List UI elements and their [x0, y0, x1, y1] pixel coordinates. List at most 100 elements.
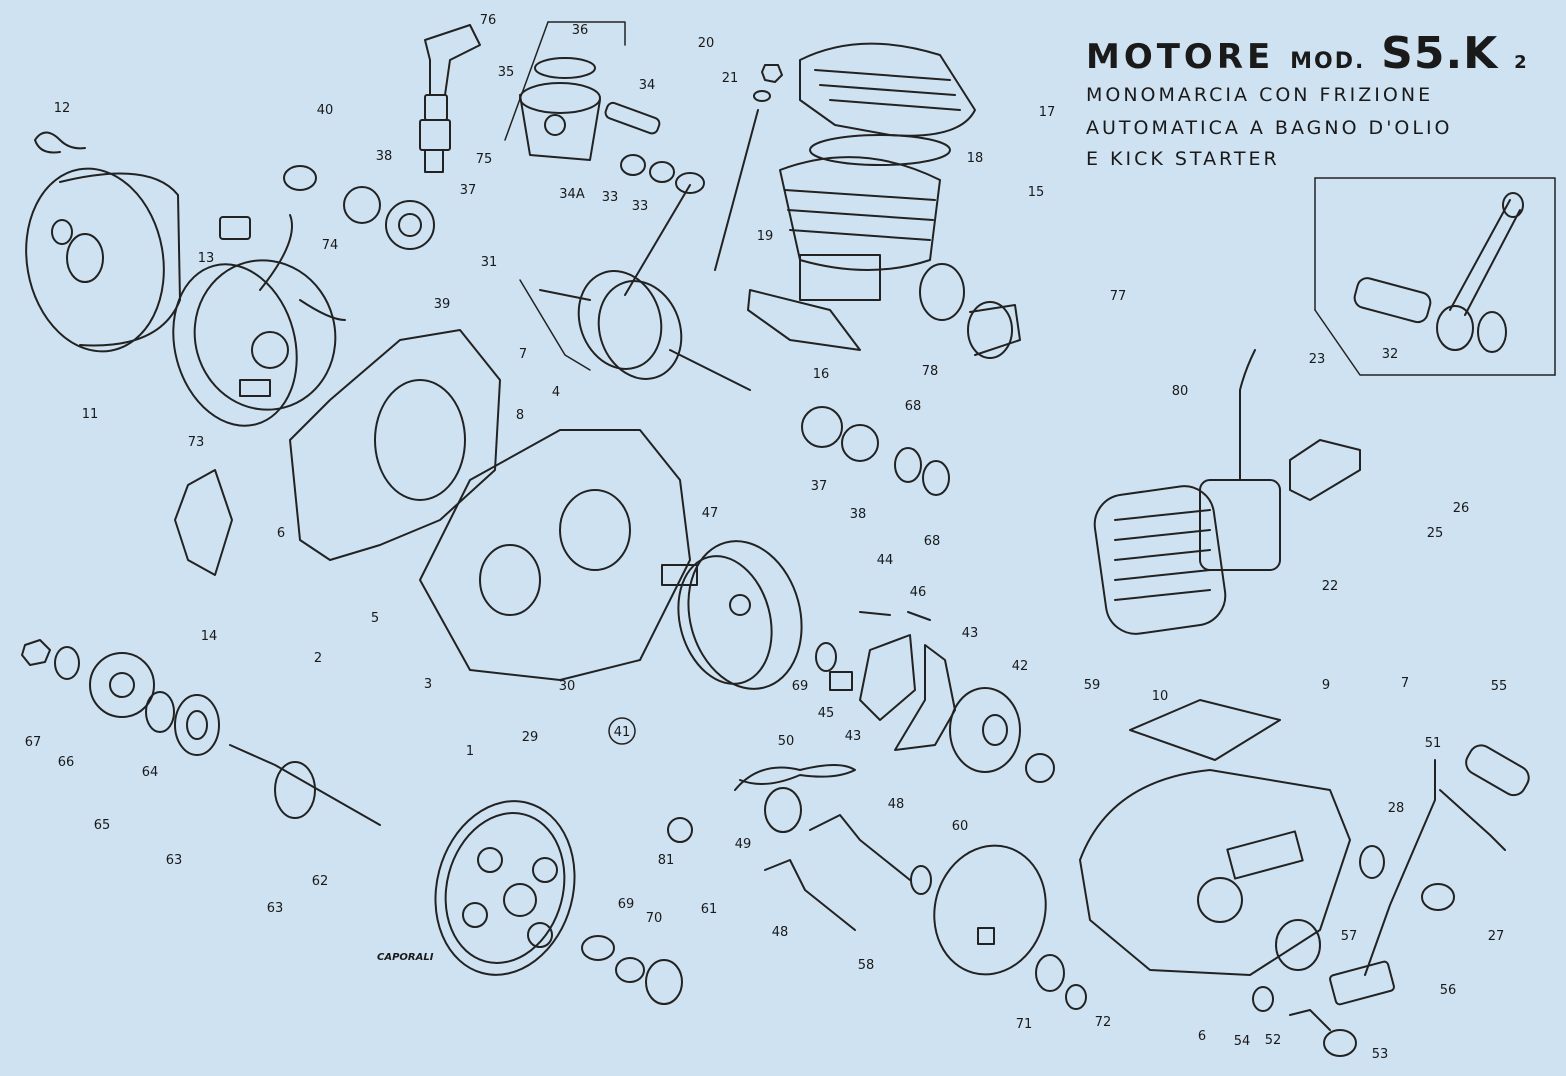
callout-label: 65 — [94, 818, 111, 833]
title-mod: MOD. — [1290, 49, 1366, 74]
crankcase-right — [419, 429, 691, 681]
washer-66 — [54, 646, 80, 680]
spring-clip-50 — [734, 764, 856, 791]
callout-label: 3 — [424, 677, 432, 692]
conrod-set — [1353, 192, 1524, 353]
callout-label: 60 — [952, 819, 969, 834]
washer-61 — [645, 959, 683, 1005]
piston — [519, 57, 601, 161]
callout-label: 49 — [735, 837, 752, 852]
stator-plate — [172, 214, 346, 427]
bolt-52 — [1289, 1009, 1331, 1031]
callout-label: 26 — [1453, 501, 1470, 516]
callout-label: 77 — [1110, 289, 1127, 304]
callout-label: 8 — [516, 408, 524, 423]
pinion — [1025, 753, 1055, 783]
callout-label: 32 — [1382, 347, 1399, 362]
callout-label: 29 — [522, 730, 539, 745]
bearing-inner — [398, 213, 422, 237]
callout-label: 41 — [614, 725, 631, 740]
clutch-hub — [949, 687, 1021, 773]
crankcase-left — [289, 329, 501, 561]
callout-label: 2 — [314, 651, 322, 666]
callout-label: 23 — [1309, 352, 1326, 367]
callout-label: 74 — [322, 238, 339, 253]
callout-label: 34A — [559, 187, 585, 202]
bearing — [385, 200, 435, 250]
callout-label: 48 — [888, 797, 905, 812]
callout-label: 78 — [922, 364, 939, 379]
diagram-title: MOTORE MOD. S5.K 2 — [1086, 28, 1531, 79]
title-suffix: 2 — [1514, 52, 1531, 73]
kick-lever — [1364, 759, 1506, 976]
callout-label: 33 — [602, 190, 619, 205]
callout-label: 37 — [811, 479, 828, 494]
callout-label: 19 — [757, 229, 774, 244]
callout-label: 12 — [54, 101, 71, 116]
callout-label: 72 — [1095, 1015, 1112, 1030]
o-ring — [919, 263, 965, 321]
callout-label: 5 — [371, 611, 379, 626]
washer-71 — [1035, 954, 1065, 992]
spring-44 — [859, 611, 891, 616]
cover-gasket — [174, 469, 233, 576]
callout-label: 4 — [552, 385, 560, 400]
circlip-81 — [667, 817, 693, 843]
callout-label: 20 — [698, 36, 715, 51]
callout-label: 31 — [481, 255, 498, 270]
base-gasket — [747, 289, 861, 351]
callout-label: 17 — [1039, 105, 1056, 120]
cylinder-head — [799, 42, 976, 137]
washer-69 — [815, 642, 837, 672]
callout-label: 56 — [1440, 983, 1457, 998]
callout-label: 13 — [198, 251, 215, 266]
needle-bearing — [620, 154, 646, 176]
bearing-lower — [801, 406, 843, 448]
callout-label: 9 — [1322, 678, 1330, 693]
callout-label: 44 — [877, 553, 894, 568]
clip-part — [34, 131, 86, 154]
spacer-64 — [145, 691, 175, 733]
callout-label: 43 — [962, 626, 979, 641]
callout-label: 50 — [778, 734, 795, 749]
washer-28 — [1359, 845, 1385, 879]
callout-label: 15 — [1028, 185, 1045, 200]
main-shaft — [229, 744, 381, 826]
callout-label: 52 — [1265, 1033, 1282, 1048]
spacer-70 — [615, 957, 645, 983]
callout-label: 68 — [905, 399, 922, 414]
callout-label: 76 — [480, 13, 497, 28]
callout-label: 40 — [317, 103, 334, 118]
callout-label: 75 — [476, 152, 493, 167]
shaft-48b — [764, 859, 856, 931]
callout-label: 14 — [201, 629, 218, 644]
callout-label: 18 — [967, 151, 984, 166]
side-cover — [1079, 699, 1351, 976]
callout-label: 33 — [632, 199, 649, 214]
clutch-shoes — [859, 634, 956, 751]
callout-label: 7 — [1401, 676, 1409, 691]
callout-label: 36 — [572, 23, 589, 38]
callout-label: 57 — [1341, 929, 1358, 944]
illustrator-signature: CAPORALI — [377, 952, 434, 963]
condenser-block — [219, 216, 251, 240]
callout-label: 42 — [1012, 659, 1029, 674]
callout-label: 81 — [658, 853, 675, 868]
nut — [761, 64, 783, 83]
washer — [753, 90, 771, 102]
shim-1 — [894, 447, 922, 483]
crankshaft — [539, 172, 751, 391]
callout-label: 38 — [376, 149, 393, 164]
callout-label: 69 — [792, 679, 809, 694]
callout-label: 25 — [1427, 526, 1444, 541]
callout-label: 55 — [1491, 679, 1508, 694]
callout-label: 34 — [639, 78, 656, 93]
callout-label: 63 — [166, 853, 183, 868]
subtitle-line-1: MONOMARCIA CON FRIZIONE — [1086, 84, 1434, 106]
bearing-63 — [174, 694, 220, 756]
callout-label: 6 — [277, 526, 285, 541]
callout-label: 80 — [1172, 384, 1189, 399]
callout-label: 28 — [1388, 801, 1405, 816]
sprocket — [89, 652, 155, 718]
